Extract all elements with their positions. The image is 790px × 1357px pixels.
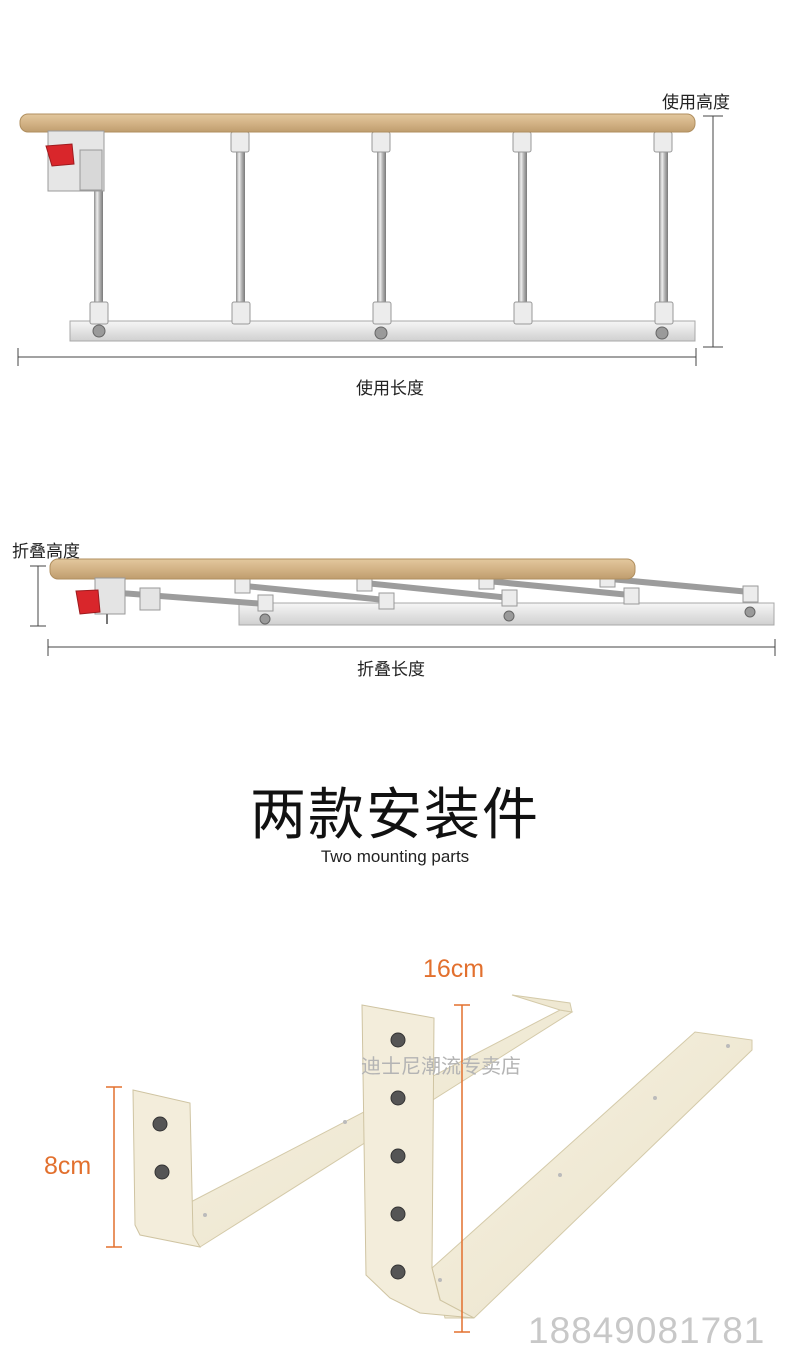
fold-height-label: 折叠高度 [12,542,80,562]
rail-folded [49,558,775,626]
use-length-label: 使用长度 [356,379,424,399]
bracket-long [361,1004,753,1319]
short-bracket-size: 8cm [44,1152,92,1180]
use-height-label: 使用高度 [662,93,730,113]
bracket-dimension-lines [106,1004,470,1333]
phone-watermark: 18849081781 [528,1310,766,1351]
long-bracket-size: 16cm [423,955,485,983]
dimension-lines-unfolded [17,115,723,366]
fold-length-label: 折叠长度 [357,660,425,680]
section-title: 两款安装件 [250,783,540,848]
shop-watermark: 迪士尼潮流专卖店 [361,1054,521,1078]
rail-unfolded [19,113,696,342]
dimension-lines-folded [30,565,776,656]
section-subtitle: Two mounting parts [320,847,470,866]
